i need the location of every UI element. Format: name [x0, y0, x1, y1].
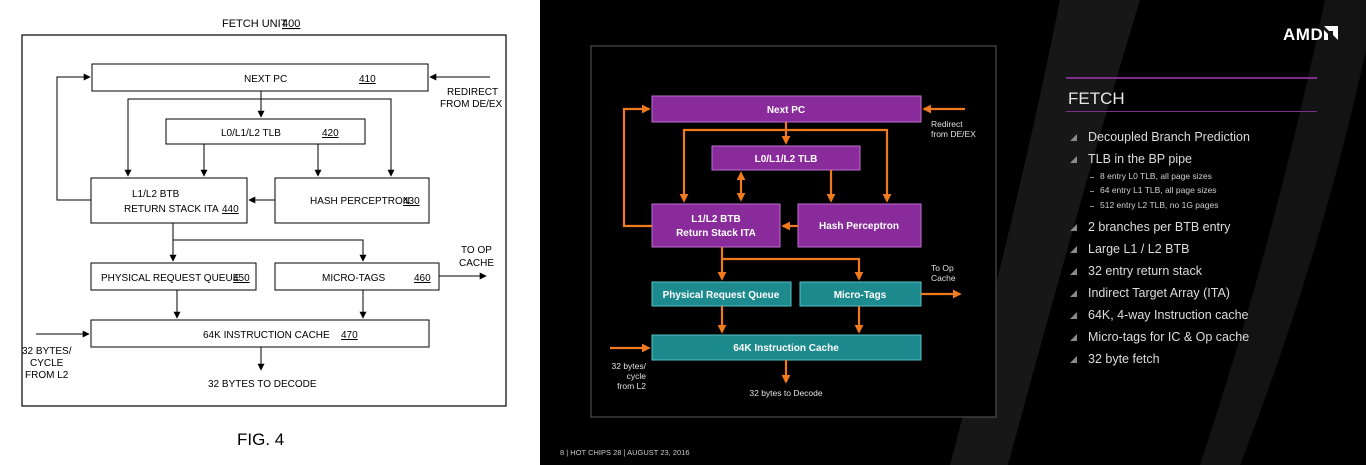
to-op-label-1: TO OP	[461, 245, 492, 256]
sub-bullet-item: 64 entry L1 TLB, all page sizes	[1100, 185, 1217, 195]
next-pc-box	[91, 63, 429, 92]
slide-icache-label: 64K Instruction Cache	[733, 343, 839, 354]
tlb-label: L0/L1/L2 TLB	[221, 128, 281, 139]
patent-title-ref: 400	[282, 18, 300, 30]
slide-tlb-box	[711, 145, 861, 171]
hash-ref: 430	[403, 196, 420, 207]
bullet-item: Large L1 / L2 BTB	[1088, 242, 1190, 256]
slide-icache-box	[651, 334, 922, 361]
fetch-unit-frame	[21, 34, 507, 407]
slide-prq-box	[651, 281, 792, 307]
patent-title: FETCH UNIT	[222, 18, 288, 30]
tlb-ref: 420	[322, 128, 339, 139]
btb-label-2: RETURN STACK ITA	[124, 204, 219, 215]
decode-label: 32 BYTES TO DECODE	[208, 379, 317, 390]
slide-redirect-label-1: Redirect	[931, 119, 963, 129]
slide-btb-label-1: L1/L2 BTB	[691, 214, 740, 225]
bullet-triangle-icon	[1070, 224, 1077, 231]
bytes-label-2: CYCLE	[30, 358, 64, 369]
prq-box	[90, 262, 257, 291]
bullet-triangle-icon	[1070, 334, 1077, 341]
bullet-item: Micro-tags for IC & Op cache	[1088, 330, 1250, 344]
prq-label: PHYSICAL REQUEST QUEUE	[101, 273, 240, 284]
hash-box	[274, 177, 430, 224]
bytes-label-1: 32 BYTES/	[22, 346, 72, 357]
slide-micro-tags-label: Micro-Tags	[834, 290, 887, 301]
slide-btb-label-2: Return Stack ITA	[676, 228, 756, 239]
background-swoosh-right	[1200, 0, 1366, 465]
bullet-item: Decoupled Branch Prediction	[1088, 130, 1250, 144]
btb-box	[90, 177, 248, 224]
redirect-label-2: FROM DE/EX	[440, 99, 503, 110]
patent-diagram: FETCH UNIT 400 NEXT PC 410 L0/L1/L2 TLB …	[21, 18, 507, 449]
next-pc-label: NEXT PC	[244, 74, 287, 85]
bullet-triangle-icon	[1070, 246, 1077, 253]
slide-to-op-label-1: To Op	[931, 263, 954, 273]
micro-tags-label: MICRO-TAGS	[322, 273, 385, 284]
slide-redirect-label-2: from DE/EX	[931, 129, 976, 139]
slide-heading: FETCH	[1068, 89, 1125, 108]
background-swoosh	[950, 0, 1140, 465]
slide-decode-label: 32 bytes to Decode	[749, 388, 823, 398]
btb-ref: 440	[222, 204, 239, 215]
bullet-item: 2 branches per BTB entry	[1088, 220, 1231, 234]
slide-prq-label: Physical Request Queue	[663, 290, 780, 301]
bullet-triangle-icon	[1070, 312, 1077, 319]
bullet-triangle-icon	[1070, 134, 1077, 141]
amd-slide: Next PC L0/L1/L2 TLB L1/L2 BTB Return St…	[540, 0, 1366, 465]
sub-bullet-dash-icon	[1090, 206, 1094, 207]
redirect-label-1: REDIRECT	[447, 87, 498, 98]
btb-label-1: L1/L2 BTB	[132, 189, 180, 200]
slide-bytes-label-2: cycle	[627, 371, 647, 381]
sub-bullet-item: 8 entry L0 TLB, all page sizes	[1100, 171, 1212, 181]
slide-bytes-label-3: from L2	[617, 381, 646, 391]
fig-label: FIG. 4	[237, 430, 284, 449]
bullet-triangle-icon	[1070, 156, 1077, 163]
heading-rule-bottom	[1066, 111, 1317, 112]
next-pc-ref: 410	[359, 74, 376, 85]
hash-label: HASH PERCEPTRON	[310, 196, 410, 207]
prq-ref: 450	[233, 273, 250, 284]
bullet-item: 32 entry return stack	[1088, 264, 1202, 278]
bullet-item: 32 byte fetch	[1088, 352, 1160, 366]
icache-ref: 470	[341, 330, 358, 341]
slide-hash-box	[797, 203, 922, 248]
micro-tags-box	[274, 262, 440, 291]
slide-footer: 8 | HOT CHIPS 28 | AUGUST 23, 2016	[560, 448, 690, 457]
bullet-item: 64K, 4-way Instruction cache	[1088, 308, 1249, 322]
slide-to-op-label-2: Cache	[931, 273, 956, 283]
slide-next-pc-box	[651, 95, 922, 123]
sub-bullet-dash-icon	[1090, 191, 1094, 192]
bullet-triangle-icon	[1070, 356, 1077, 363]
sub-bullet-dash-icon	[1090, 177, 1094, 178]
amd-logo-arrow-icon	[1324, 26, 1338, 40]
tlb-box	[165, 118, 366, 145]
slide-btb-box	[651, 203, 781, 248]
bullet-item: TLB in the BP pipe	[1088, 152, 1193, 166]
bullet-triangle-icon	[1070, 290, 1077, 297]
bullet-item: Indirect Target Array (ITA)	[1088, 286, 1230, 300]
icache-label: 64K INSTRUCTION CACHE	[203, 330, 330, 341]
amd-logo: AMD	[1283, 25, 1323, 44]
slide-tlb-label: L0/L1/L2 TLB	[755, 154, 818, 165]
slide-hash-label: Hash Perceptron	[819, 221, 899, 232]
heading-rule-top	[1066, 77, 1317, 79]
bytes-label-3: FROM L2	[25, 370, 69, 381]
sub-bullet-item: 512 entry L2 TLB, no 1G pages	[1100, 200, 1219, 210]
icache-box	[90, 319, 430, 348]
slide-bytes-label-1: 32 bytes/	[612, 361, 647, 371]
bullet-triangle-icon	[1070, 268, 1077, 275]
slide-next-pc-label: Next PC	[767, 105, 805, 116]
slide-diagram: Next PC L0/L1/L2 TLB L1/L2 BTB Return St…	[560, 0, 1366, 465]
patent-figure: FETCH UNIT 400 NEXT PC 410 L0/L1/L2 TLB …	[0, 0, 540, 465]
to-op-label-2: CACHE	[459, 258, 494, 269]
micro-tags-ref: 460	[414, 273, 431, 284]
slide-micro-tags-box	[799, 281, 922, 307]
